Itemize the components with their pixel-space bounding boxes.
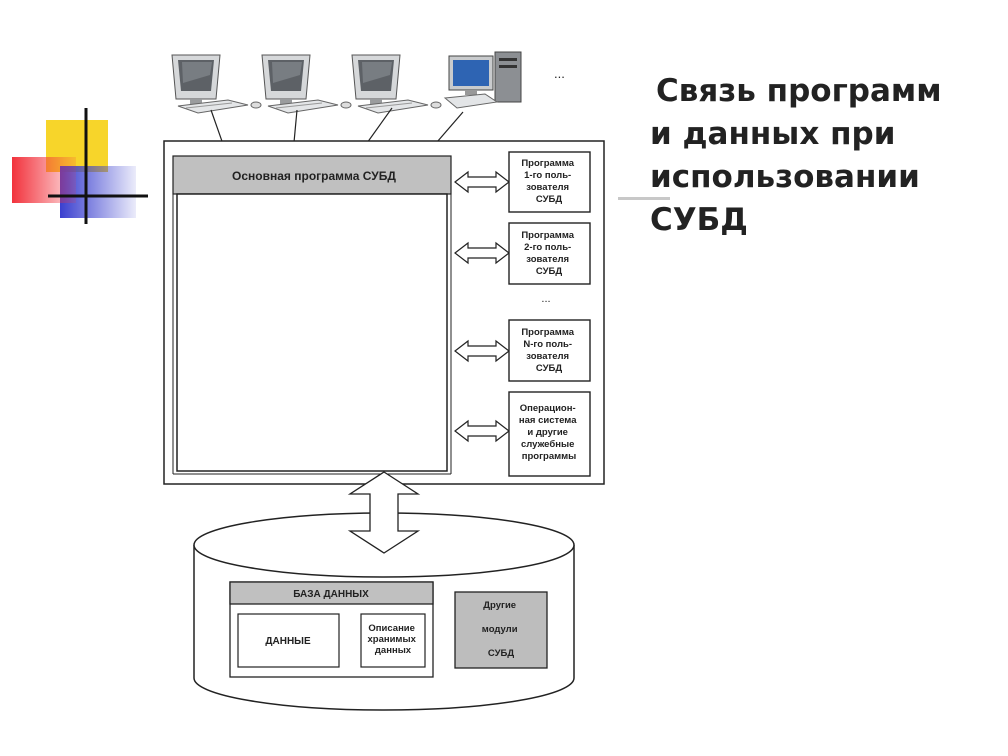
other-modules-line: Другие <box>483 600 516 611</box>
title-underline <box>618 197 670 200</box>
user-program-n-line: N-го поль- <box>523 339 572 350</box>
workstation-icon <box>261 54 352 114</box>
svg-text:Описание хранимых данн: Описание хранимых данных <box>367 623 418 656</box>
other-modules-box <box>454 591 548 669</box>
os-utilities-box <box>508 391 591 477</box>
os-box-line: Операцион- <box>520 403 576 414</box>
dbms-work-area <box>176 193 448 472</box>
user-program-1-line: зователя <box>526 182 569 193</box>
user-program-2-line: СУБД <box>536 266 562 277</box>
title-line: использовании <box>650 159 920 195</box>
workstation-icon <box>351 54 442 114</box>
os-box-line: программы <box>522 451 577 462</box>
svg-text:Программа 2-го поль-: Программа 2-го поль- зователя СУБД <box>521 230 576 277</box>
double-arrow-icon <box>454 170 510 443</box>
database-header-label: БАЗА ДАННЫХ <box>293 589 369 600</box>
title-line: и данных при <box>650 116 896 152</box>
svg-text:Программа N-го поль-: Программа N-го поль- зователя СУБД <box>521 327 576 374</box>
user-program-2-line: Программа <box>521 230 574 241</box>
data-description-line: Описание <box>368 623 415 634</box>
title-line: Связь программ <box>656 73 942 109</box>
data-label: ДАННЫЕ <box>265 636 311 647</box>
user-program-box-1 <box>508 151 591 213</box>
os-box-line: служебные <box>521 439 574 450</box>
data-description-box <box>360 613 426 668</box>
os-box-line: ная система <box>519 415 577 426</box>
svg-text:Программа 1-го поль-: Программа 1-го поль- зователя СУБД <box>521 158 576 205</box>
user-program-2-line: 2-го поль- <box>524 242 571 253</box>
database-header <box>229 581 434 605</box>
other-modules-line: СУБД <box>488 648 514 659</box>
slide-logo <box>12 108 148 224</box>
user-program-box-2 <box>508 222 591 285</box>
workstations-ellipsis: ... <box>554 66 565 81</box>
other-modules-line: модули <box>482 624 518 635</box>
programs-ellipsis: ... <box>541 293 550 305</box>
data-description-line: данных <box>375 645 412 656</box>
data-box <box>237 613 340 668</box>
svg-text:Другие модули СУБД: Другие модули СУБД <box>482 600 520 659</box>
title-line: СУБД <box>650 202 748 238</box>
user-program-box-n <box>508 319 591 382</box>
dbms-main-program-label: Основная программа СУБД <box>232 169 396 183</box>
workstation-icon <box>171 54 262 114</box>
os-box-line: и другие <box>527 427 568 438</box>
slide-title: Связь программ и данных при использовани… <box>650 70 990 242</box>
svg-text:Операцион- ная система: Операцион- ная система и другие служебны… <box>519 403 579 462</box>
user-program-n-line: СУБД <box>536 363 562 374</box>
user-program-n-line: зователя <box>526 351 569 362</box>
desktop-computer-icon <box>443 51 522 109</box>
dbms-main-program-box <box>172 155 452 195</box>
user-program-1-line: СУБД <box>536 194 562 205</box>
user-program-2-line: зователя <box>526 254 569 265</box>
user-program-1-line: 1-го поль- <box>524 170 571 181</box>
dbms-diagram: ... Основная программа СУБД Программа 1-… <box>163 51 605 711</box>
vertical-double-arrow-icon <box>347 471 421 554</box>
user-program-n-line: Программа <box>521 327 574 338</box>
data-description-line: хранимых <box>367 634 416 645</box>
user-program-1-line: Программа <box>521 158 574 169</box>
